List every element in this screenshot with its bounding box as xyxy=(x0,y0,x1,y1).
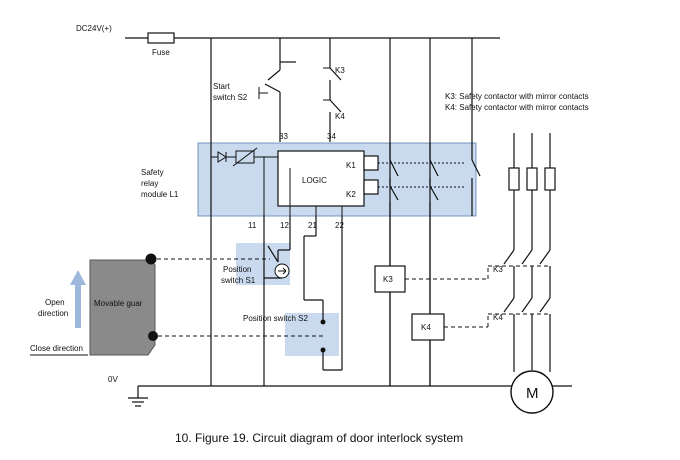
k3-coil-label: K3 xyxy=(383,275,393,284)
relay-diode-symbol xyxy=(217,151,227,163)
open-direction-arrow xyxy=(70,270,86,328)
k3-nc-contact xyxy=(329,67,342,81)
start-switch-contact xyxy=(264,83,281,93)
fuse-label: Fuse xyxy=(152,48,170,57)
k2-label: K2 xyxy=(346,190,356,199)
close-direction-label: Close direction xyxy=(30,344,83,353)
terminal-33-label: 33 xyxy=(279,132,288,141)
terminal-21-label: 21 xyxy=(308,221,317,230)
k1-relay-coil xyxy=(363,155,379,171)
module-label-2: relay xyxy=(141,179,158,188)
position-switch-s2-label: Position switch S2 xyxy=(243,314,308,323)
fuse-l3 xyxy=(544,167,556,191)
position-switch-s2-upper-terminal xyxy=(320,319,326,325)
terminal-34-label: 34 xyxy=(327,132,336,141)
motor xyxy=(510,370,554,414)
k4-coil xyxy=(411,313,445,341)
figure-caption: 10. Figure 19. Circuit diagram of door i… xyxy=(175,431,463,445)
position-switch-s1-label-1: Position xyxy=(223,265,251,274)
open-direction-label-2: direction xyxy=(38,309,68,318)
module-label-1: Safety xyxy=(141,168,164,177)
supply-label: DC24V(+) xyxy=(76,24,112,33)
terminal-12-label: 12 xyxy=(280,221,289,230)
ground-label: 0V xyxy=(108,375,118,384)
start-switch-label-2: switch S2 xyxy=(213,93,248,102)
legend-k3: K3: Safety contactor with mirror contact… xyxy=(445,92,589,101)
k4-coil-label: K4 xyxy=(421,323,431,332)
k2-relay-coil xyxy=(363,179,379,195)
position-switch-s1-contact xyxy=(267,245,279,263)
k3-contact-label: K3 xyxy=(335,66,345,75)
k4-link-label: K4 xyxy=(493,313,503,322)
k3-link-label: K3 xyxy=(493,265,503,274)
guard-cam-lower xyxy=(148,331,158,341)
position-switch-s2-highlight xyxy=(285,313,339,356)
k4-contact-label: K4 xyxy=(335,112,345,121)
guard-label: Movable guar xyxy=(94,299,143,308)
terminal-22-label: 22 xyxy=(335,221,344,230)
start-switch-label-1: Start xyxy=(213,82,231,91)
motor-label: M xyxy=(526,385,539,402)
logic-block xyxy=(277,150,365,207)
position-switch-s1-label-2: switch S1 xyxy=(221,276,256,285)
k3-coil xyxy=(374,265,406,293)
k4-nc-contact xyxy=(329,99,342,113)
open-direction-label-1: Open xyxy=(45,298,65,307)
fuse-l2 xyxy=(526,167,538,191)
terminal-11-label: 11 xyxy=(248,221,257,230)
legend-k4: K4: Safety contactor with mirror contact… xyxy=(445,103,589,112)
module-label-3: module L1 xyxy=(141,190,179,199)
fuse xyxy=(147,32,175,44)
k1-label: K1 xyxy=(346,161,356,170)
logic-label: LOGIC xyxy=(302,176,327,185)
fuse-l1 xyxy=(508,167,520,191)
guard-cam-upper xyxy=(145,253,157,265)
